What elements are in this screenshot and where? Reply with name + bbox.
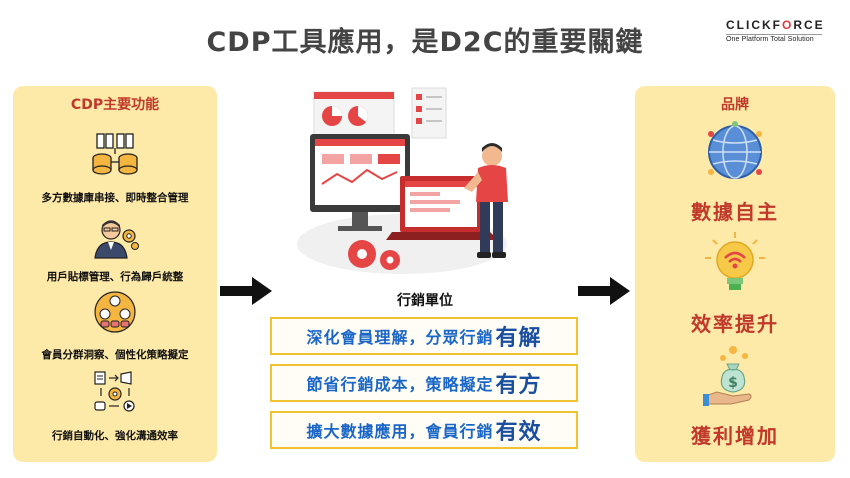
automation-flow-icon (94, 371, 135, 412)
right-arrow-icon (578, 277, 630, 305)
value-text: 深化會員理解，分眾行銷 (306, 328, 494, 347)
member-segment-icon (94, 291, 136, 333)
value-box: 擴大數據應用，會員行銷有效 (270, 411, 578, 449)
feature-label: 會員分群洞察、個性化策略擬定 (41, 349, 189, 361)
user-gear-icon (94, 220, 139, 259)
cdp-features-title: CDP主要功能 (70, 97, 160, 113)
brand-benefits-panel: 品牌 數據自主 效率提升 $ 獲利增加 (635, 86, 835, 462)
lightbulb-wifi-icon (705, 232, 765, 290)
svg-text:$: $ (728, 375, 738, 391)
value-text: 擴大數據應用，會員行銷 (306, 422, 494, 441)
cdp-features-panel: CDP主要功能 多方數據庫串接、即時整合管理 用戶貼標管理、行為歸戶統整 (13, 86, 217, 462)
logo-tagline: One Platform Total Solution (726, 34, 822, 43)
benefit-label: 效率提升 (691, 312, 779, 336)
marketing-unit-title: 行銷單位 (397, 293, 453, 309)
benefit-label: 獲利增加 (691, 424, 779, 448)
marketing-team-illustration (297, 87, 508, 274)
money-bag-hand-icon: $ (703, 346, 752, 406)
value-highlight: 有效 (495, 420, 542, 445)
benefit-label: 數據自主 (691, 200, 779, 224)
value-box: 深化會員理解，分眾行銷有解 (270, 317, 578, 355)
logo-brand: CLICKFORCE (726, 18, 825, 32)
database-sync-icon (92, 133, 138, 175)
feature-label: 行銷自動化、強化溝通效率 (52, 430, 178, 442)
value-box: 節省行銷成本，策略擬定有方 (270, 364, 578, 402)
right-arrow-icon (220, 277, 272, 305)
globe-network-icon (708, 121, 762, 179)
clickforce-logo: CLICKFORCE One Platform Total Solution (726, 18, 825, 43)
value-text: 節省行銷成本，策略擬定 (306, 375, 494, 394)
value-highlight: 有方 (495, 373, 542, 398)
value-highlight: 有解 (495, 326, 542, 351)
page-title: CDP工具應用，是D2C的重要關鍵 (206, 27, 644, 58)
feature-label: 用戶貼標管理、行為歸戶統整 (46, 271, 184, 283)
brand-title: 品牌 (721, 97, 749, 113)
feature-label: 多方數據庫串接、即時整合管理 (41, 192, 189, 204)
